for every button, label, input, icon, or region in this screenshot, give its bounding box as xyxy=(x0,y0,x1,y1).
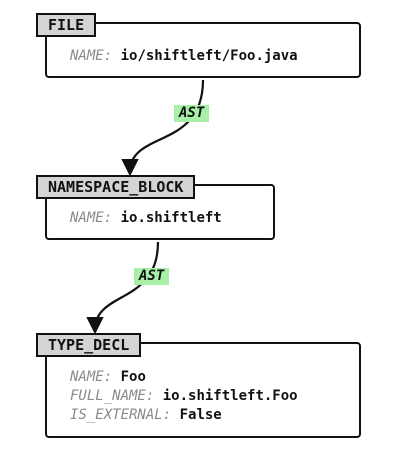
node-namespace-block-label: NAMESPACE_BLOCK xyxy=(36,175,196,199)
property-key: NAME: xyxy=(70,369,113,385)
node-file-body xyxy=(45,22,361,78)
property-value: io/shiftleft/Foo.java xyxy=(120,48,298,64)
property-value: False xyxy=(179,407,222,423)
property-key: NAME: xyxy=(70,210,113,226)
property-value: io.shiftleft.Foo xyxy=(162,388,298,404)
edge-file-to-namespace-block xyxy=(121,79,205,177)
edge-label-ast-2: AST xyxy=(134,268,170,285)
property-key: FULL_NAME: xyxy=(70,388,155,404)
node-file-label: FILE xyxy=(36,13,97,37)
property-key: IS_EXTERNAL: xyxy=(70,407,172,423)
node-type-decl-property-is-external: IS_EXTERNAL: False xyxy=(70,406,222,424)
node-type-decl-body xyxy=(45,342,361,438)
node-file-property-name: NAME: io/shiftleft/Foo.java xyxy=(70,47,298,65)
edge-namespace-block-to-type-decl xyxy=(86,241,160,335)
node-namespace-block-property-name: NAME: io.shiftleft xyxy=(70,209,222,227)
node-type-decl-property-name: NAME: Foo xyxy=(70,368,146,386)
node-type-decl-property-full-name: FULL_NAME: io.shiftleft.Foo xyxy=(70,387,298,405)
property-value: Foo xyxy=(120,369,146,385)
property-value: io.shiftleft xyxy=(120,210,222,226)
node-type-decl-label: TYPE_DECL xyxy=(36,333,142,357)
edge-label-ast-1: AST xyxy=(174,105,210,122)
property-key: NAME: xyxy=(70,48,113,64)
